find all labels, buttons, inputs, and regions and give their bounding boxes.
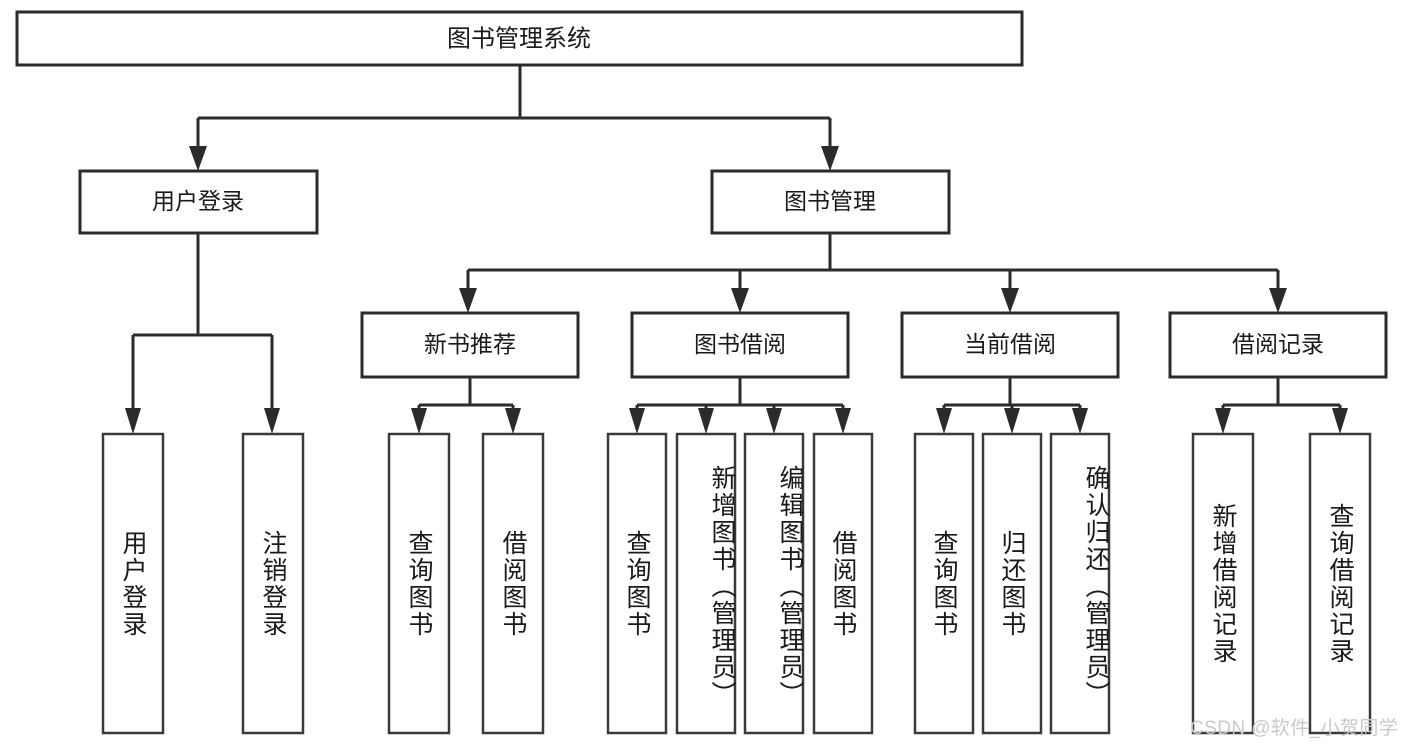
leaf-add-borrow-record-rect[interactable] (1191, 432, 1255, 735)
arrow-head-leaf-user-login (125, 408, 141, 434)
leaf-query-book-borrow-rect[interactable] (606, 432, 668, 735)
node-current-borrow-label: 当前借阅 (964, 331, 1056, 357)
node-new-book-recommend-label: 新书推荐 (424, 331, 516, 357)
arrow-head-book-borrow (731, 288, 749, 313)
node-current-borrow-rect[interactable] (900, 311, 1120, 379)
connector-root-to-level1 (189, 65, 839, 171)
arrow-head-leaf-query-book-current (936, 408, 952, 434)
arrow-head-book-manage (821, 146, 839, 171)
connector-current-borrow-to-leaves (936, 377, 1088, 434)
leaf-borrow-book-rect[interactable] (812, 432, 874, 735)
arrow-head-new-book-recommend (459, 288, 477, 313)
leaf-node-rects (101, 432, 1372, 735)
arrow-head-current-borrow (1001, 288, 1019, 313)
node-new-book-recommend-rect[interactable] (360, 311, 580, 379)
arrow-head-leaf-return-book (1004, 408, 1020, 434)
arrow-head-leaf-add-book (698, 408, 714, 434)
arrow-head-borrow-record (1269, 288, 1287, 313)
node-new-book-recommend[interactable]: 新书推荐 (360, 311, 580, 379)
arrow-head-leaf-edit-book (766, 408, 782, 434)
node-root[interactable]: 图书管理系统 (15, 10, 1024, 67)
leaf-edit-book-rect[interactable] (743, 432, 805, 735)
leaf-borrow-book-recommend-rect[interactable] (481, 432, 545, 735)
connector-new-book-to-leaves (411, 377, 521, 434)
connector-book-borrow-to-leaves (629, 377, 851, 434)
arrow-head-leaf-confirm-return (1072, 408, 1088, 434)
node-user-login[interactable]: 用户登录 (78, 169, 319, 235)
leaf-return-book-rect[interactable] (981, 432, 1043, 735)
node-current-borrow[interactable]: 当前借阅 (900, 311, 1120, 379)
node-book-manage[interactable]: 图书管理 (710, 169, 951, 235)
node-user-login-rect[interactable] (78, 169, 319, 235)
arrow-head-leaf-query-book-recommend (411, 408, 427, 434)
csdn-watermark: CSDN @软件_小贺同学 (1190, 718, 1399, 739)
connector-borrow-record-to-leaves (1215, 377, 1348, 434)
arrow-head-user-login (189, 146, 207, 171)
arrow-head-leaf-add-borrow-record (1215, 408, 1231, 434)
connector-book-manage-to-level2 (459, 233, 1287, 313)
node-book-borrow[interactable]: 图书借阅 (630, 311, 850, 379)
arrow-head-leaf-borrow-book-recommend (505, 408, 521, 434)
arrow-head-leaf-logout (264, 408, 280, 434)
leaf-query-borrow-record-rect[interactable] (1308, 432, 1372, 735)
leaf-query-book-recommend-rect[interactable] (387, 432, 451, 735)
node-book-borrow-rect[interactable] (630, 311, 850, 379)
node-book-manage-label: 图书管理 (784, 188, 876, 214)
arrow-head-leaf-query-book-borrow (629, 408, 645, 434)
node-borrow-record[interactable]: 借阅记录 (1168, 311, 1388, 379)
node-user-login-label: 用户登录 (152, 188, 244, 214)
node-book-borrow-label: 图书借阅 (694, 331, 786, 357)
leaf-query-book-current-rect[interactable] (913, 432, 975, 735)
node-book-manage-rect[interactable] (710, 169, 951, 235)
arrow-head-leaf-query-borrow-record (1332, 408, 1348, 434)
node-borrow-record-rect[interactable] (1168, 311, 1388, 379)
node-borrow-record-label: 借阅记录 (1232, 331, 1324, 357)
node-root-label: 图书管理系统 (447, 25, 591, 52)
leaf-add-book-rect[interactable] (675, 432, 737, 735)
arrow-head-leaf-borrow-book (835, 408, 851, 434)
node-root-rect[interactable] (15, 10, 1024, 67)
connector-user-login-to-leaves (125, 233, 280, 434)
leaf-confirm-return-rect[interactable] (1049, 432, 1111, 735)
leaf-user-login-rect[interactable] (101, 432, 165, 735)
leaf-logout-rect[interactable] (241, 432, 305, 735)
